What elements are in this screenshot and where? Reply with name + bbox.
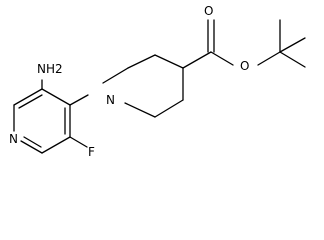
pyridine-ring [13, 88, 71, 154]
bond-c6p-n [124, 102, 156, 118]
bond-ester-o-quaternary-c [257, 51, 281, 66]
chemical-structure-diagram: NH2 N N F O O [9, 4, 306, 159]
tert-butyl-ester [182, 19, 306, 69]
bond-c2p-c3p [127, 54, 156, 69]
carbonyl-oxygen-label: O [204, 4, 213, 18]
fluorine-label: F [88, 145, 95, 159]
piperidine-ring [102, 54, 184, 118]
amine-label: NH2 [37, 62, 63, 76]
bond-c4p-carbonyl [182, 51, 212, 69]
ester-oxygen-label: O [240, 59, 249, 73]
pyridine-nitrogen-label: N [9, 132, 18, 146]
bond-n-c2p [102, 67, 129, 84]
bond-quaternary-methyl-bottom [279, 51, 306, 68]
bond-c5p-c6p [154, 99, 184, 118]
bond-c6-n1-inner [23, 136, 42, 148]
bond-c3p-c4p [154, 54, 184, 69]
bond-c5-c6 [41, 136, 71, 154]
bond-c5-f [69, 136, 88, 148]
bond-quaternary-methyl-right [279, 37, 306, 53]
bond-carbonyl-ester-o [210, 51, 234, 66]
bond-c2-c3-inner [18, 94, 43, 109]
bond-c2-c3 [13, 88, 43, 106]
bond-c6-n1 [20, 140, 43, 154]
bond-c3-c4 [41, 88, 71, 106]
piperidine-nitrogen-label: N [106, 93, 115, 107]
bond-c4-piperidine-n [69, 94, 89, 106]
